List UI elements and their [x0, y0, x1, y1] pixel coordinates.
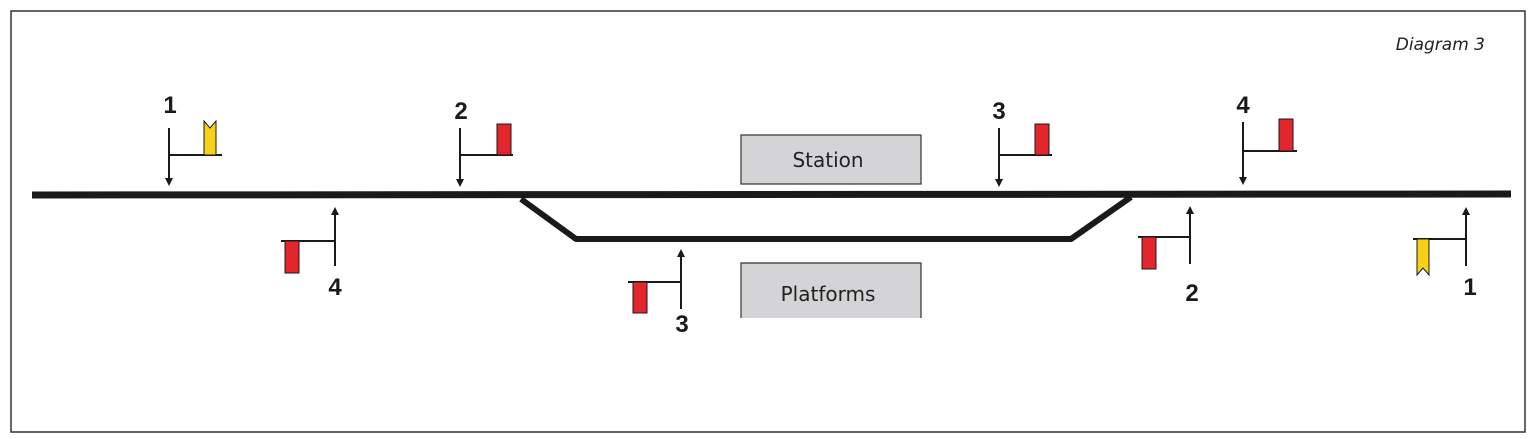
signal-up-1-distant-arm: [203, 119, 217, 156]
signal-down-3-stop-arm: [632, 281, 648, 314]
signal-up-1: 1: [163, 92, 222, 186]
signal-up-1-number: 1: [163, 92, 176, 119]
signal-down-2: 2: [1138, 206, 1199, 307]
signal-up-2-stop-arm: [496, 123, 512, 156]
signal-down-2-stop-arm: [1141, 236, 1157, 270]
signal-up-2-number: 2: [454, 98, 467, 125]
signal-down-3-number: 3: [675, 311, 688, 338]
signal-down-2-number: 2: [1185, 280, 1198, 307]
platforms-label: Platforms: [781, 282, 876, 306]
platforms-box: [740, 262, 922, 318]
diagram-title: Diagram 3: [1396, 35, 1485, 55]
loop-track: [519, 194, 1133, 242]
diagram-frame: [10, 10, 1526, 433]
signal-up-4: 4: [1236, 92, 1297, 185]
station-box: [740, 134, 922, 185]
station-label: Station: [792, 148, 863, 172]
signal-up-2: 2: [454, 98, 513, 187]
main-track: [31, 190, 1512, 199]
signal-down-4-stop-arm: [284, 240, 300, 274]
signal-down-4-number: 4: [328, 274, 342, 301]
signal-down-3: 3: [628, 249, 689, 338]
signal-down-1-distant-arm: [1416, 238, 1430, 277]
signal-up-3-stop-arm: [1034, 123, 1050, 156]
signal-up-3: 3: [992, 98, 1052, 187]
signal-down-1: 1: [1413, 207, 1477, 301]
signal-up-3-number: 3: [992, 98, 1005, 125]
signal-down-1-number: 1: [1463, 274, 1476, 301]
signal-up-4-number: 4: [1236, 92, 1250, 119]
signal-up-4-stop-arm: [1278, 118, 1294, 152]
signal-down-4: 4: [281, 207, 342, 301]
